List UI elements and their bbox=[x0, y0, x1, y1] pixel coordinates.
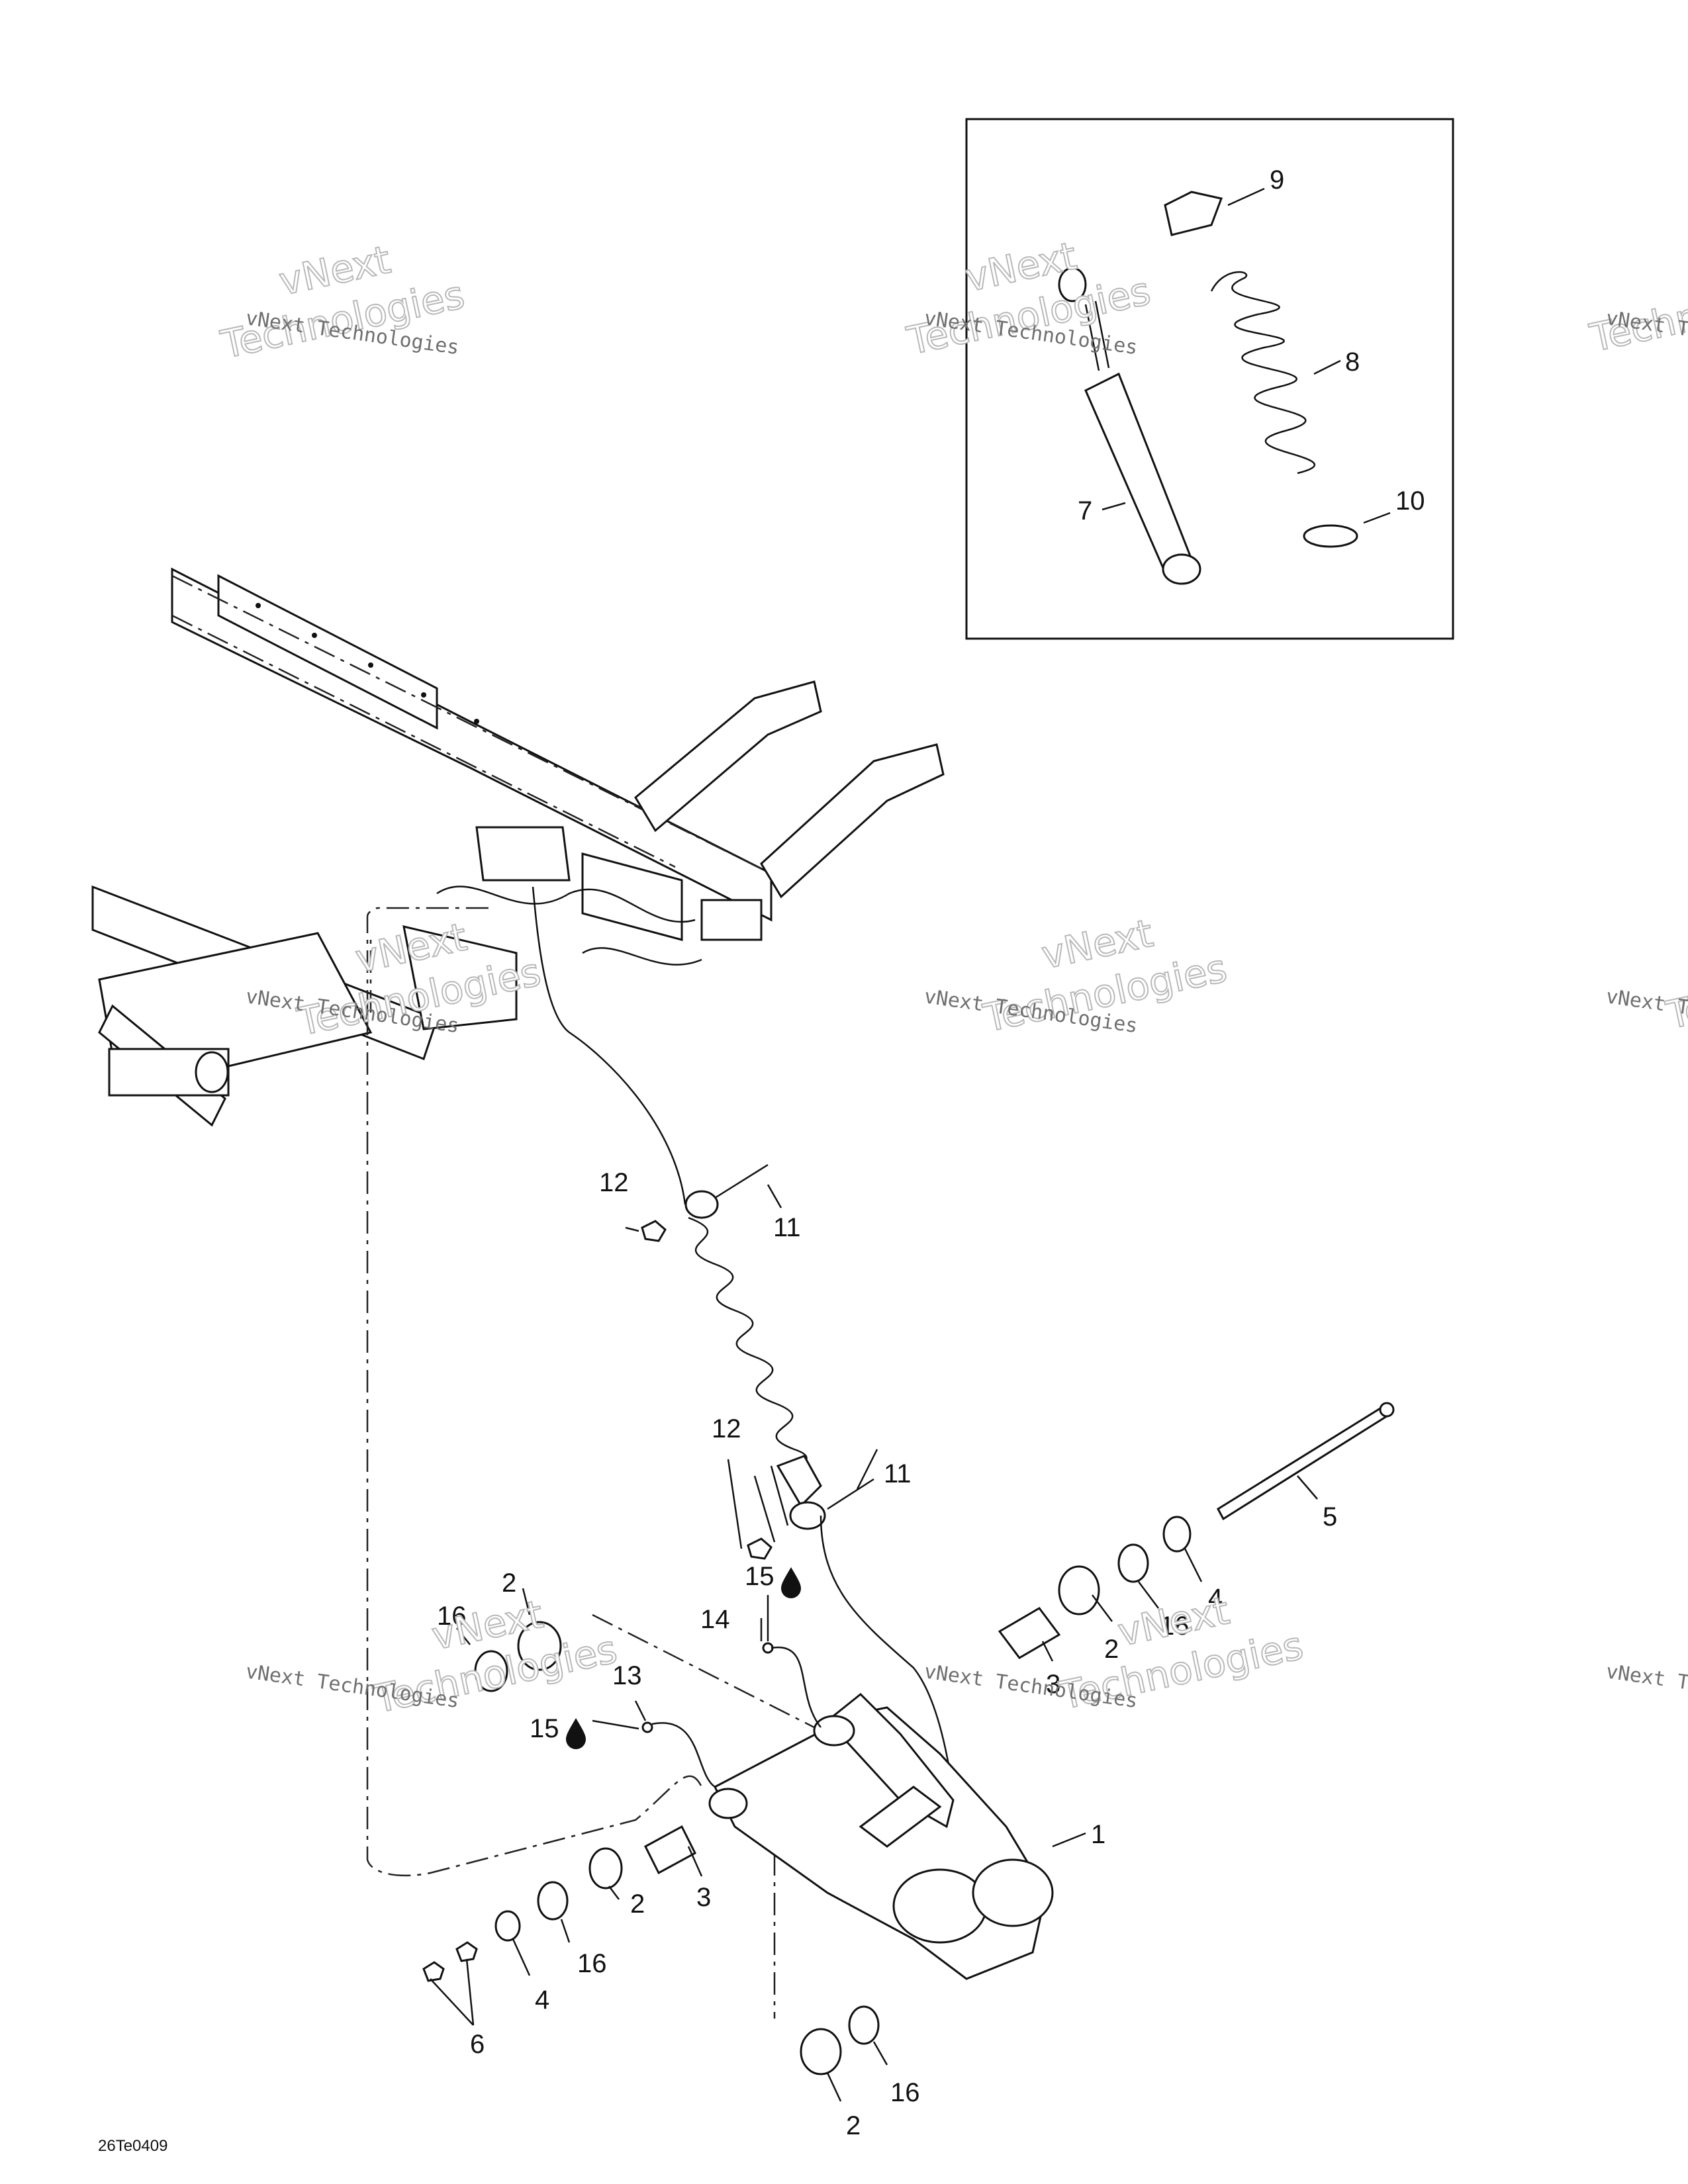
callout-7: 7 bbox=[1078, 496, 1092, 525]
callout-3: 3 bbox=[696, 1883, 711, 1912]
callout-16: 16 bbox=[577, 1949, 607, 1978]
callout-14: 14 bbox=[700, 1605, 730, 1634]
callout-4: 4 bbox=[1208, 1584, 1223, 1613]
watermark-large: Technologies bbox=[1662, 942, 1688, 1038]
callout-2: 2 bbox=[502, 1569, 516, 1598]
callout-13: 13 bbox=[612, 1661, 642, 1690]
pivot-hardware bbox=[422, 1402, 1395, 2075]
leader-lines bbox=[430, 187, 1391, 2102]
watermark-small: vNext Technologies bbox=[1605, 1660, 1688, 1713]
callout-3: 3 bbox=[1046, 1670, 1060, 1699]
callout-5: 5 bbox=[1323, 1502, 1337, 1531]
leader-frame-to-arm bbox=[366, 907, 490, 1013]
callout-12: 12 bbox=[712, 1414, 741, 1443]
callout-2: 2 bbox=[1104, 1635, 1119, 1664]
rear-shock-assembly bbox=[532, 886, 961, 1854]
leader-left-loop bbox=[366, 940, 703, 1877]
diagram-code: 26Te0409 bbox=[98, 2137, 167, 2155]
callout-6: 6 bbox=[470, 2030, 485, 2059]
callout-1: 1 bbox=[1091, 1820, 1105, 1849]
callout-15: 15 bbox=[530, 1714, 559, 1743]
callout-16: 16 bbox=[437, 1602, 467, 1631]
callout-4: 4 bbox=[535, 1985, 549, 2015]
swing-arm bbox=[708, 1692, 1054, 1980]
grease-drop-icon bbox=[566, 1718, 586, 1749]
callout-15: 15 bbox=[745, 1562, 774, 1591]
callout-16: 16 bbox=[890, 2078, 920, 2107]
callout-16: 16 bbox=[1160, 1612, 1190, 1641]
watermark-overlay: vNext bbox=[961, 233, 1080, 300]
callout-9: 9 bbox=[1270, 165, 1284, 195]
callout-8: 8 bbox=[1345, 347, 1360, 377]
shock-inset bbox=[965, 118, 1454, 640]
callout-2: 2 bbox=[846, 2111, 861, 2140]
grease-drop-icon bbox=[781, 1567, 801, 1598]
callout-labels: 1 2 2 2 2 3 3 4 4 5 6 7 8 9 10 11 11 12 … bbox=[437, 165, 1425, 2140]
callout-2: 2 bbox=[630, 1889, 645, 1919]
callout-10: 10 bbox=[1395, 486, 1425, 516]
callout-11: 11 bbox=[773, 1213, 801, 1242]
callout-11: 11 bbox=[884, 1459, 912, 1488]
vehicle-frame bbox=[91, 567, 945, 1127]
coil-spring-8 bbox=[1210, 271, 1316, 475]
callout-12: 12 bbox=[599, 1168, 629, 1197]
